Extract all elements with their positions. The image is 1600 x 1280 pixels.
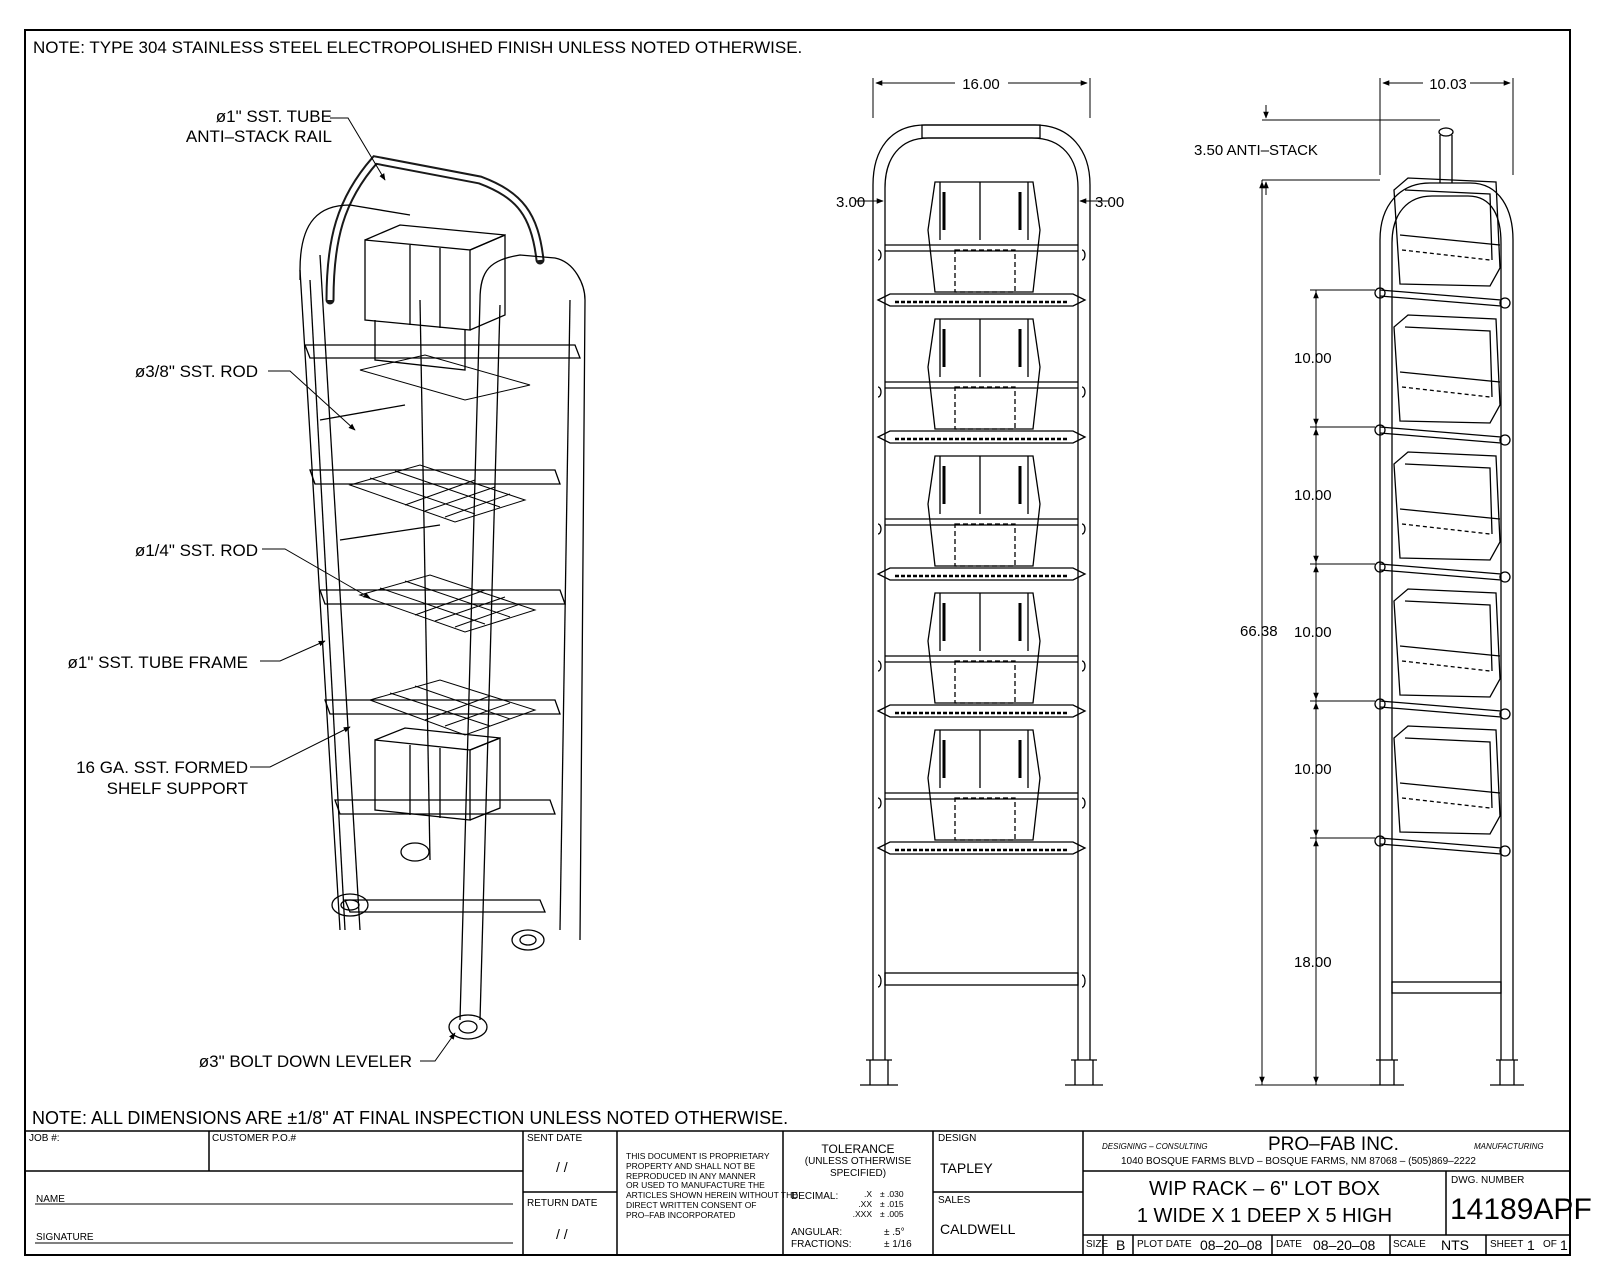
- front-dimensions: [855, 78, 1108, 204]
- iso-shelves: [304, 344, 581, 913]
- sheet-border: [24, 29, 1571, 1256]
- note-bottom: NOTE: ALL DIMENSIONS ARE ±1/8" AT FINAL …: [32, 1108, 788, 1128]
- proprietary-notice: THIS DOCUMENT IS PROPRIETARY PROPERTY AN…: [626, 1151, 798, 1220]
- plot-date-label: PLOT DATE: [1137, 1239, 1192, 1250]
- sent-date-value: / /: [556, 1159, 568, 1175]
- side-shelf-bay: [1374, 588, 1511, 720]
- dim-front-width: 16.00: [962, 76, 1000, 93]
- plot-date-value: 08–20–08: [1200, 1237, 1263, 1253]
- iso-leveler-back: [400, 842, 430, 862]
- front-shelf-bay: [876, 455, 1087, 581]
- job-number-label: JOB #:: [29, 1133, 60, 1144]
- dwg-number: 14189APF: [1450, 1193, 1592, 1226]
- tolerance-sub1: (UNLESS OTHERWISE: [804, 1156, 912, 1167]
- callout-shelf-line1: 16 GA. SST. FORMED: [76, 758, 248, 777]
- signature-label: SIGNATURE: [36, 1232, 94, 1243]
- manufacturing: MANUFACTURING: [1474, 1142, 1544, 1151]
- callout-rail-line1: ø1" SST. TUBE: [216, 107, 332, 126]
- iso-wire-shelves: [348, 354, 537, 736]
- decimal-places: .X .XX .XXX: [852, 1189, 872, 1219]
- callout-tube-frame: ø1" SST. TUBE FRAME: [68, 653, 248, 672]
- sales-value: CALDWELL: [940, 1221, 1016, 1237]
- sales-label: SALES: [938, 1195, 971, 1206]
- dim-anti-stack: 3.50 ANTI–STACK: [1194, 142, 1318, 159]
- iso-lot-box-bottom: [374, 727, 501, 821]
- side-shelf-bay: [1374, 177, 1511, 309]
- dwg-number-label: DWG. NUMBER: [1451, 1175, 1525, 1186]
- side-shelf-bay: [1374, 451, 1511, 583]
- side-view: [1370, 127, 1524, 1086]
- date-value: 08–20–08: [1313, 1237, 1376, 1253]
- name-label: NAME: [36, 1194, 65, 1205]
- dim-shelf-spacing-2: 10.00: [1294, 487, 1332, 504]
- angular-label: ANGULAR:: [791, 1227, 843, 1238]
- front-shelf-bay: [876, 318, 1087, 444]
- note-top: NOTE: TYPE 304 STAINLESS STEEL ELECTROPO…: [33, 38, 802, 57]
- return-date-label: RETURN DATE: [527, 1198, 598, 1209]
- iso-leveler-left: [331, 893, 369, 917]
- dim-overall-height: 66.38: [1240, 623, 1278, 640]
- callout-rail-line2: ANTI–STACK RAIL: [186, 127, 332, 146]
- of-value: 1: [1560, 1237, 1568, 1253]
- angular-value: ± .5°: [884, 1227, 905, 1238]
- sheet-value: 1: [1527, 1237, 1535, 1253]
- dim-bottom-clearance: 18.00: [1294, 954, 1332, 971]
- design-value: TAPLEY: [940, 1160, 993, 1176]
- side-shelf-bay: [1374, 314, 1511, 446]
- fractions-label: FRACTIONS:: [791, 1239, 852, 1250]
- callout-rod-3-8: ø3/8" SST. ROD: [135, 362, 258, 381]
- side-shelf-bay: [1374, 725, 1511, 857]
- tolerance-sub2: SPECIFIED): [829, 1168, 887, 1179]
- decimal-label: DECIMAL:: [791, 1191, 839, 1202]
- isometric-view: [250, 117, 586, 1062]
- design-label: DESIGN: [938, 1133, 977, 1144]
- title-block-grid: [25, 1130, 1570, 1255]
- iso-leaders: [250, 117, 456, 1062]
- designing-consulting: DESIGNING – CONSULTING: [1102, 1142, 1208, 1151]
- scale-label: SCALE: [1393, 1239, 1426, 1250]
- front-shelves: [876, 181, 1087, 988]
- date-label: DATE: [1276, 1239, 1302, 1250]
- front-bottom-clips: [877, 974, 1086, 988]
- callout-leveler: ø3" BOLT DOWN LEVELER: [199, 1052, 412, 1071]
- of-label: OF: [1543, 1239, 1557, 1250]
- dim-shelf-spacing-3: 10.00: [1294, 624, 1332, 641]
- side-dimensions: [1255, 78, 1514, 1086]
- front-shelf-bay: [876, 729, 1087, 855]
- callout-shelf-line2: SHELF SUPPORT: [107, 779, 248, 798]
- dim-front-right-offset: 3.00: [1095, 194, 1124, 211]
- size-value: B: [1116, 1237, 1126, 1253]
- iso-lot-box-top: [364, 224, 506, 371]
- callout-rod-1-4: ø1/4" SST. ROD: [135, 541, 258, 560]
- side-shelves: [1374, 177, 1511, 857]
- scale-value: NTS: [1441, 1237, 1469, 1253]
- dim-side-depth: 10.03: [1429, 76, 1467, 93]
- front-shelf-bay: [876, 592, 1087, 718]
- front-view: [860, 124, 1103, 1086]
- size-label: SIZE: [1086, 1239, 1109, 1250]
- customer-po-label: CUSTOMER P.O.#: [212, 1133, 297, 1144]
- tolerance-title: TOLERANCE: [821, 1142, 895, 1156]
- return-date-value: / /: [556, 1226, 568, 1242]
- sheet-label: SHEET: [1490, 1239, 1524, 1250]
- company-name: PRO–FAB INC.: [1268, 1134, 1399, 1155]
- company-address: 1040 BOSQUE FARMS BLVD – BOSQUE FARMS, N…: [1121, 1156, 1476, 1167]
- dim-shelf-spacing-4: 10.00: [1294, 761, 1332, 778]
- sent-date-label: SENT DATE: [527, 1133, 583, 1144]
- fractions-value: ± 1/16: [884, 1239, 912, 1250]
- iso-leveler-front: [448, 1014, 488, 1040]
- iso-leveler-right: [511, 929, 545, 951]
- drawing-title-line2: 1 WIDE X 1 DEEP X 5 HIGH: [1136, 1205, 1393, 1227]
- drawing-title-line1: WIP RACK – 6" LOT BOX: [1149, 1178, 1380, 1200]
- decimal-values: ± .030 ± .015 ± .005: [880, 1189, 904, 1219]
- dim-front-left-offset: 3.00: [836, 194, 865, 211]
- dim-shelf-spacing-1: 10.00: [1294, 350, 1332, 367]
- front-shelf-bay: [876, 181, 1087, 307]
